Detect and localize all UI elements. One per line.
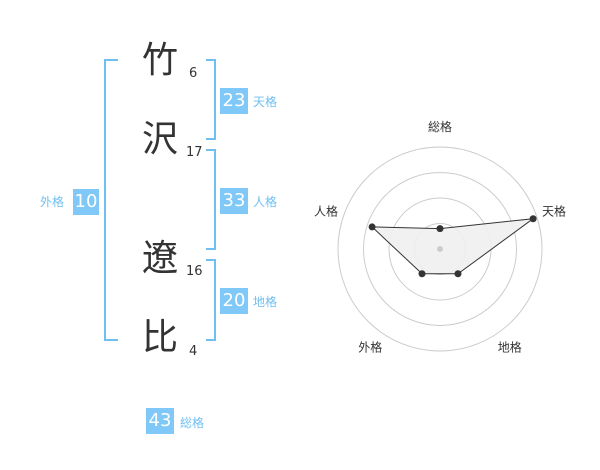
stroke-count-2: 17 xyxy=(186,145,203,160)
radar-axis-label-4: 外格 xyxy=(358,340,382,355)
tenkaku-bracket-vertical xyxy=(214,59,216,140)
chikaku-value-badge: 20 xyxy=(220,288,248,314)
radar-point-5 xyxy=(368,223,376,231)
gaikaku-label: 外格 xyxy=(40,195,65,209)
radar-axis-label-3: 地格 xyxy=(498,340,522,355)
chikaku-bracket-vertical xyxy=(214,259,216,341)
jinkaku-label: 人格 xyxy=(253,195,278,209)
tenkaku-label: 天格 xyxy=(253,95,278,109)
stroke-count-4: 4 xyxy=(189,344,198,359)
radar-point-4 xyxy=(418,270,426,278)
radar-axis-label-1: 総格 xyxy=(428,119,452,134)
chikaku-bracket-bottom xyxy=(206,339,216,341)
radar-series-area xyxy=(370,218,535,275)
gaikaku-bracket-vertical xyxy=(104,59,106,341)
tenkaku-bracket-bottom xyxy=(206,138,216,140)
stroke-count-1: 6 xyxy=(189,66,198,81)
name-char-3: 遼 xyxy=(142,238,179,279)
radar-point-3 xyxy=(454,270,462,278)
jinkaku-value-badge: 33 xyxy=(220,188,248,214)
jinkaku-bracket-bottom xyxy=(206,248,216,250)
name-char-1: 竹 xyxy=(142,40,179,81)
gaikaku-value-badge: 10 xyxy=(73,189,99,215)
radar-series-points xyxy=(368,215,537,278)
jinkaku-bracket-top xyxy=(206,149,216,151)
jinkaku-bracket-vertical xyxy=(214,149,216,250)
radar-axis-label-5: 人格 xyxy=(314,203,338,218)
radar-axis-label-2: 天格 xyxy=(542,203,566,218)
chikaku-bracket-top xyxy=(206,259,216,261)
radar-center-marker xyxy=(437,246,443,252)
radar-grid-ring xyxy=(363,172,517,326)
name-char-4: 比 xyxy=(142,317,179,358)
gaikaku-bracket-top xyxy=(104,59,118,61)
radar-grid-ring xyxy=(337,146,543,352)
name-char-2: 沢 xyxy=(142,119,179,160)
soukaku-value-badge: 43 xyxy=(146,408,174,434)
radar-point-2 xyxy=(529,215,537,223)
tenkaku-bracket-top xyxy=(206,59,216,61)
stroke-count-3: 16 xyxy=(186,264,203,279)
chikaku-label: 地格 xyxy=(253,295,278,309)
radar-point-1 xyxy=(436,225,444,233)
soukaku-label: 総格 xyxy=(180,416,205,430)
tenkaku-value-badge: 23 xyxy=(220,88,248,114)
gaikaku-bracket-bottom xyxy=(104,339,118,341)
